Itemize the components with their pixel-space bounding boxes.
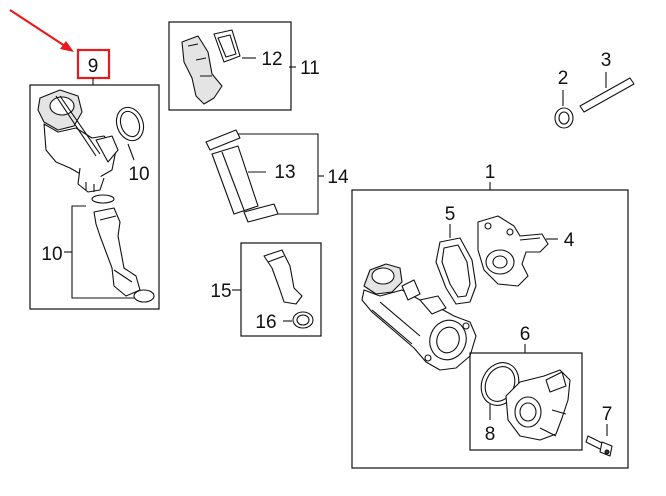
callout-8: 8: [485, 424, 496, 445]
gasket-12-part: [213, 29, 241, 63]
hose-clamp-top-part: [205, 129, 241, 151]
callout-16: 16: [255, 312, 276, 333]
callout-10a: 10: [128, 164, 149, 185]
coolant-housing-part: [361, 263, 477, 371]
callout-13: 13: [274, 162, 295, 183]
callout-15: 15: [210, 281, 231, 302]
callout-7: 7: [602, 404, 613, 425]
thermostat-6-part: [505, 369, 571, 441]
callout-5: 5: [445, 204, 456, 225]
callout-12: 12: [261, 49, 282, 70]
callout-9: 9: [88, 56, 99, 77]
callout-1: 1: [485, 162, 496, 183]
callout-6: 6: [520, 324, 531, 345]
group-box-1: [351, 189, 629, 469]
water-pump-4-part: [477, 215, 549, 287]
callout-3: 3: [601, 50, 612, 71]
highlight-arrow: [9, 9, 74, 52]
group-box-11: [168, 21, 292, 111]
callout-4: 4: [564, 230, 575, 251]
callout-10b: 10: [41, 244, 62, 265]
connector-15-part: [263, 249, 303, 305]
outlet-pipe-part: [181, 35, 223, 105]
gasket-ring-part: [115, 106, 145, 142]
pin-3-part: [579, 77, 635, 113]
callout-14: 14: [327, 167, 349, 188]
thermostat-housing-part: [37, 89, 119, 193]
gasket-5-part: [435, 237, 477, 305]
group-box-6: [469, 352, 583, 451]
bolt-7-part: [585, 435, 613, 457]
hose-part: [211, 145, 259, 215]
group-box-9: [29, 84, 160, 310]
coolant-pipe-part: [93, 207, 141, 297]
callout-11: 11: [300, 58, 320, 79]
callout-2: 2: [558, 68, 569, 89]
